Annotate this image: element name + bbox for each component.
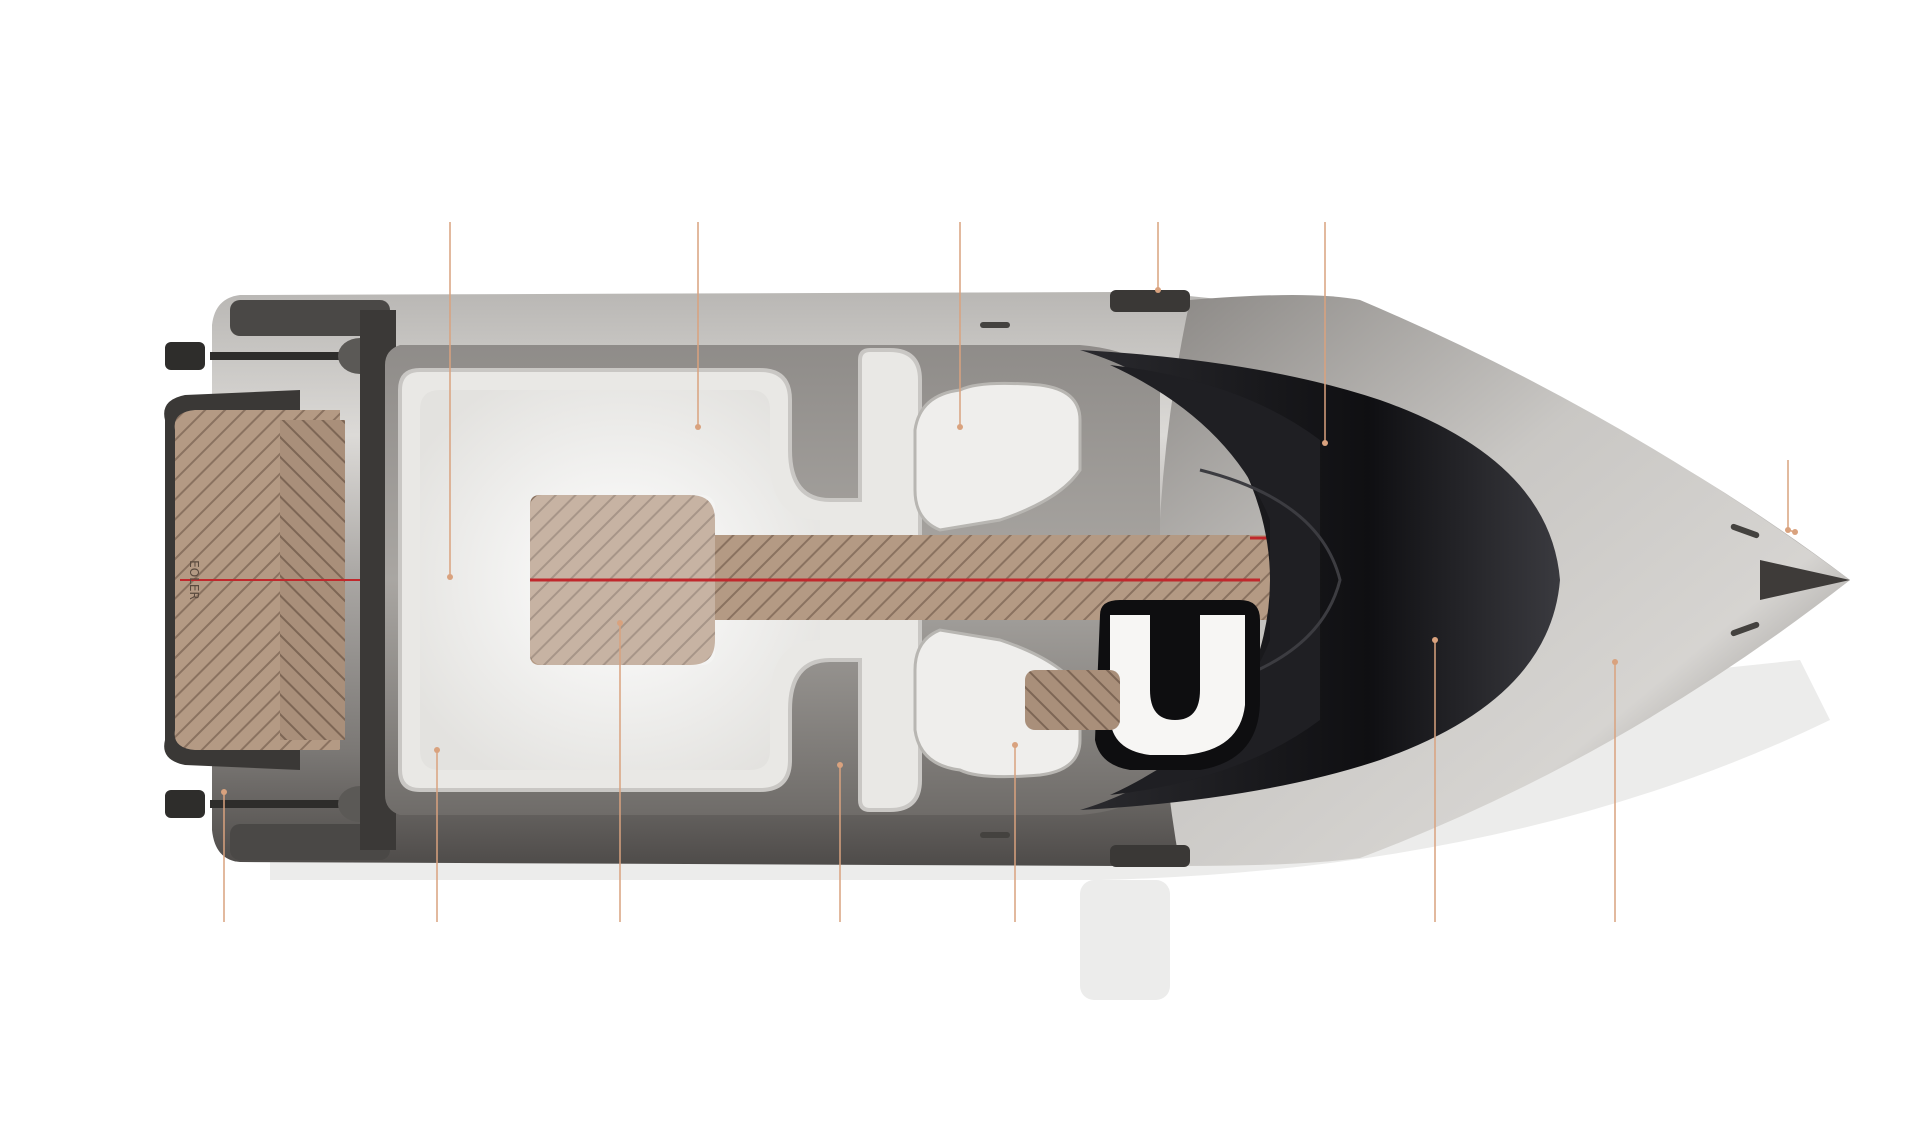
callout-dot-bottom-2 xyxy=(434,747,440,753)
hull-details xyxy=(980,290,1760,867)
callout-dot-bottom-7 xyxy=(1612,659,1618,665)
callout-dot-top-4 xyxy=(1155,287,1161,293)
callout-dot-top-5 xyxy=(1322,440,1328,446)
callout-dot-top-2 xyxy=(695,424,701,430)
helm-seat xyxy=(1025,600,1260,770)
callout-dot-bow xyxy=(1792,529,1798,535)
callout-dot-top-1 xyxy=(447,574,453,580)
callout-dot-bottom-4 xyxy=(837,762,843,768)
callout-dot-bottom-3 xyxy=(617,620,623,626)
brand-mark: EOLER xyxy=(187,560,201,600)
callout-dot-top-3 xyxy=(957,424,963,430)
callout-dot-bottom-5 xyxy=(1012,742,1018,748)
callout-dot-bottom-1 xyxy=(221,789,227,795)
cockpit xyxy=(385,345,1300,815)
windshield xyxy=(1080,350,1560,810)
callout-leaders xyxy=(221,222,1798,922)
callout-dot-bottom-6 xyxy=(1432,637,1438,643)
